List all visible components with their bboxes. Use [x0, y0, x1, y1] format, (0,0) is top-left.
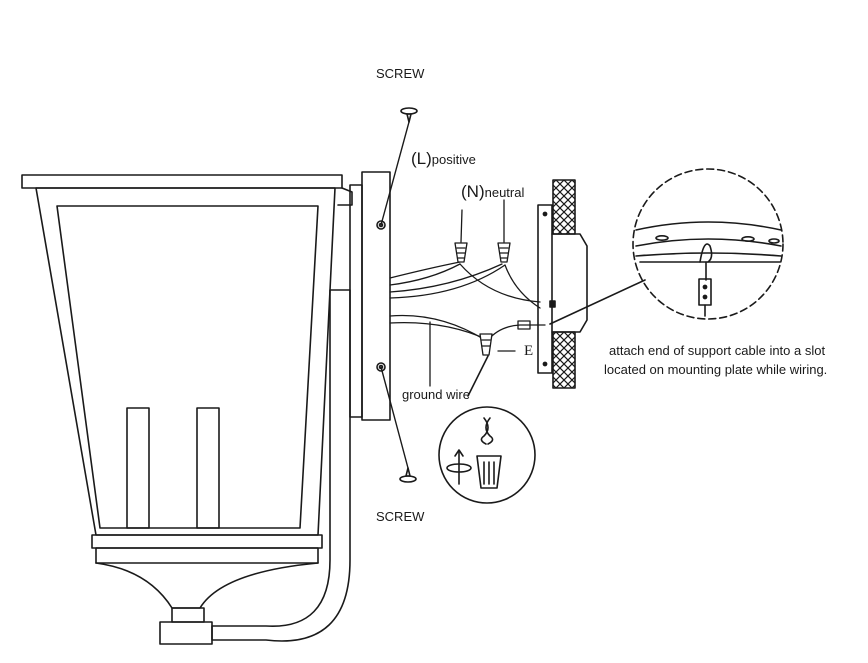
support-cable-clip — [698, 278, 712, 306]
screw-bottom-icon — [380, 366, 417, 483]
ground-wire — [389, 314, 486, 341]
wiring — [389, 199, 546, 387]
screw-top-icon — [380, 107, 418, 226]
screw-hole-bottom — [376, 362, 386, 372]
line-wire — [389, 261, 461, 279]
neutral-prefix: (N) — [461, 182, 485, 201]
line-word: positive — [431, 152, 476, 167]
support-cable-note-line2: located on mounting plate while wiring. — [604, 362, 828, 377]
wire-nut-line — [454, 242, 468, 263]
lantern-glass-panel — [56, 205, 319, 529]
line-label: (L)positive — [411, 149, 476, 169]
mounting-plate-slot — [549, 300, 556, 308]
wire-twist-circle — [438, 406, 536, 504]
wire-twist-detail — [438, 355, 536, 504]
neutral-label: (N)neutral — [461, 182, 524, 202]
candle-left — [126, 407, 150, 529]
wall-section-top — [552, 179, 576, 235]
line-prefix: (L) — [411, 149, 432, 168]
lantern-base-ring — [91, 534, 323, 549]
screw-top-label: SCREW — [376, 66, 425, 81]
wire-nut-ground — [479, 333, 493, 356]
neutral-wire — [389, 263, 503, 293]
earth-label: E — [524, 343, 534, 359]
support-arm — [211, 289, 351, 642]
cable-connector — [517, 320, 531, 330]
ground-wire-label: ground wire — [402, 387, 470, 402]
lantern-outer-frame — [35, 187, 336, 536]
twisted-wire-icon — [480, 417, 494, 445]
lantern-roof-edge — [337, 187, 353, 206]
lantern-fixture — [21, 174, 353, 645]
wire-nut-icon — [476, 455, 502, 489]
cable-slot-detail — [549, 168, 784, 325]
wire-nut-neutral — [497, 242, 511, 263]
junction-box — [551, 233, 588, 333]
wall-assembly — [537, 179, 588, 389]
lantern-base-plate — [95, 547, 319, 564]
backplate — [361, 171, 391, 421]
backplate-assembly — [349, 107, 418, 483]
neutral-word: neutral — [484, 185, 525, 200]
mounting-plate — [537, 204, 553, 374]
screw-hole-top — [376, 220, 386, 230]
support-cable-note-line1: attach end of support cable into a slot — [609, 343, 826, 358]
lantern-bowl — [95, 562, 319, 609]
detail-circle — [632, 168, 784, 320]
arm-mount-block — [349, 184, 363, 418]
screw-bottom-label: SCREW — [376, 509, 425, 524]
candle-right — [196, 407, 220, 529]
wall-section-bottom — [552, 331, 576, 389]
lantern-finial-cap — [159, 621, 213, 645]
lantern-finial — [171, 607, 205, 623]
rotate-arrow-icon — [446, 449, 472, 485]
lantern-roof — [21, 174, 343, 189]
